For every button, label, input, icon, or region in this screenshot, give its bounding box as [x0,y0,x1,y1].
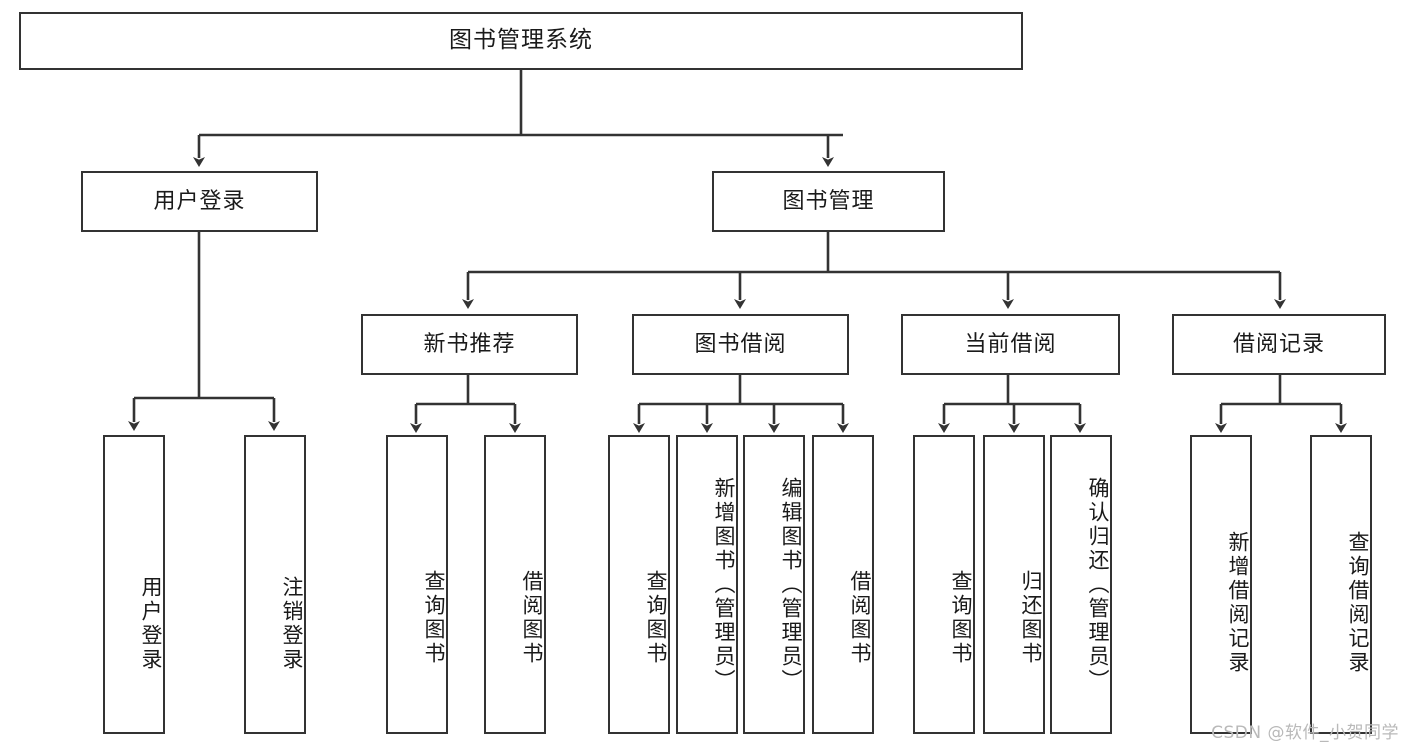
node-label: 图书借阅 [694,331,787,357]
leaf-query-book-3[interactable]: 查询图书 [913,435,975,734]
leaf-add-book-admin[interactable]: 新增图书（管理员） [676,435,738,734]
leaf-borrow-book-2[interactable]: 借阅图书 [812,435,874,734]
node-label: 借阅记录 [1232,331,1325,357]
leaf-query-book-2[interactable]: 查询图书 [608,435,670,734]
node-label: 查询借阅记录 [1346,530,1370,675]
node-label: 查询图书 [422,569,446,666]
leaf-user-login[interactable]: 用户登录 [103,435,165,734]
node-label: 用户登录 [153,188,246,214]
node-label: 查询图书 [644,569,668,666]
node-book-manage[interactable]: 图书管理 [712,171,945,232]
node-current-borrow[interactable]: 当前借阅 [901,314,1120,375]
leaf-logout-login[interactable]: 注销登录 [244,435,306,734]
leaf-query-borrow-record[interactable]: 查询借阅记录 [1310,435,1372,734]
node-book-borrow[interactable]: 图书借阅 [632,314,849,375]
leaf-confirm-return-admin[interactable]: 确认归还（管理员） [1050,435,1112,734]
node-new-book-recommend[interactable]: 新书推荐 [361,314,578,375]
leaf-add-borrow-record[interactable]: 新增借阅记录 [1190,435,1252,734]
leaf-return-book[interactable]: 归还图书 [983,435,1045,734]
node-root-system[interactable]: 图书管理系统 [19,12,1023,70]
node-user-login[interactable]: 用户登录 [81,171,318,232]
csdn-watermark: CSDN @软件_小贺同学 [1211,723,1399,743]
node-label: 编辑图书（管理员） [779,476,803,693]
node-label: 注销登录 [280,575,304,672]
node-label: 新增图书（管理员） [712,476,736,693]
node-label: 新书推荐 [423,331,516,357]
node-borrow-record[interactable]: 借阅记录 [1172,314,1386,375]
node-label: 图书管理 [782,188,875,214]
node-label: 图书管理系统 [449,27,593,54]
node-label: 当前借阅 [964,331,1057,357]
node-label: 新增借阅记录 [1226,530,1250,675]
node-label: 借阅图书 [520,569,544,666]
node-label: 用户登录 [139,575,163,672]
leaf-borrow-book-1[interactable]: 借阅图书 [484,435,546,734]
leaf-query-book-1[interactable]: 查询图书 [386,435,448,734]
node-label: 查询图书 [949,569,973,666]
node-label: 归还图书 [1019,569,1043,666]
node-label: 确认归还（管理员） [1086,476,1110,693]
node-label: 借阅图书 [848,569,872,666]
leaf-edit-book-admin[interactable]: 编辑图书（管理员） [743,435,805,734]
